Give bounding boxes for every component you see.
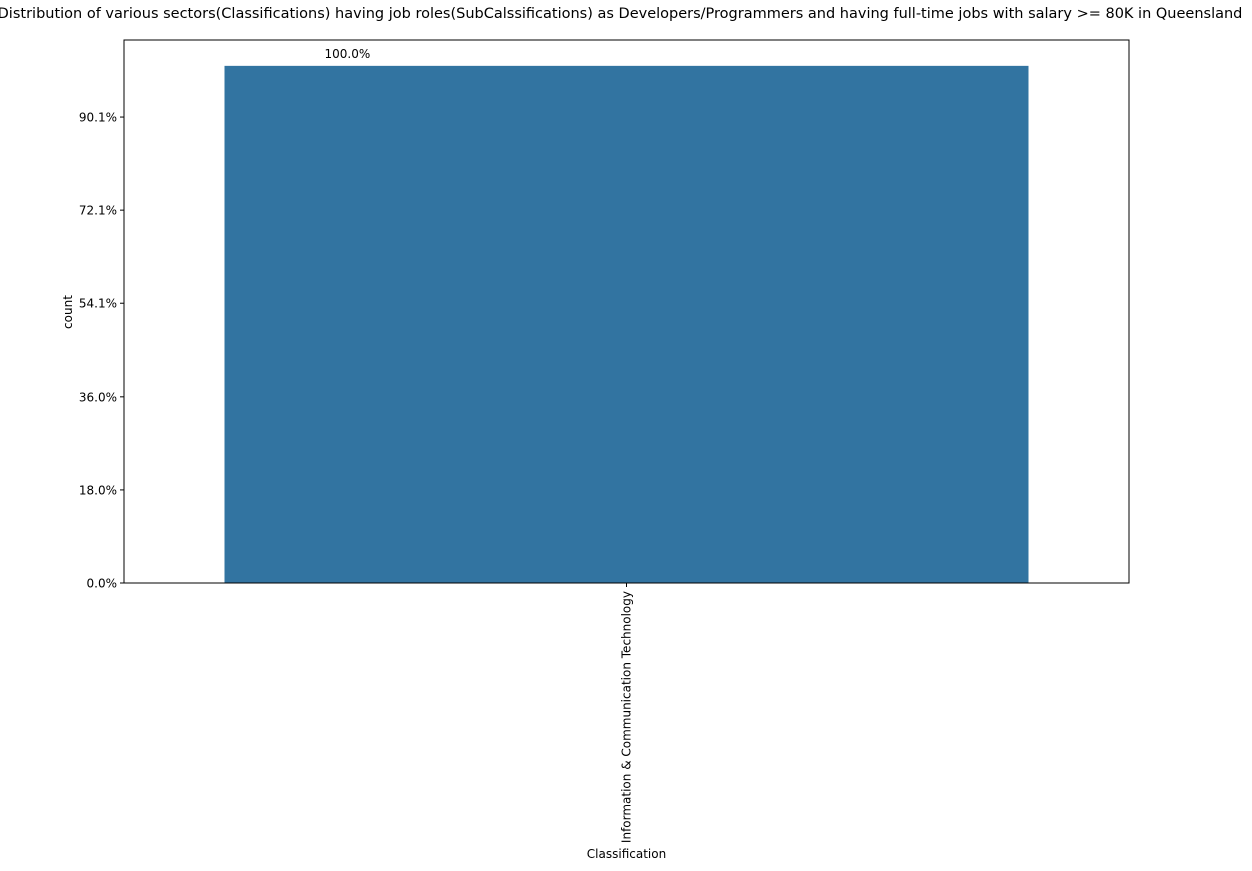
- bar: [224, 65, 1029, 584]
- y-tick-label: 36.0%: [79, 390, 117, 404]
- chart-title: Distribution of various sectors(Classifi…: [0, 6, 1242, 22]
- y-tick-label: 0.0%: [87, 577, 118, 591]
- bar-data-label: 100.0%: [325, 47, 371, 61]
- y-tick-label: 18.0%: [79, 483, 117, 497]
- x-tick-label: Information & Communication Technology: [620, 591, 634, 843]
- y-tick-label: 72.1%: [79, 204, 117, 218]
- y-axis: 0.0% 18.0% 36.0% 54.1% 72.1% 90.1%: [79, 111, 124, 591]
- y-tick-label: 54.1%: [79, 297, 117, 311]
- y-axis-label: count: [61, 295, 75, 329]
- x-axis: Information & Communication Technology: [620, 583, 634, 843]
- y-tick-label: 90.1%: [79, 111, 117, 125]
- bars-layer: 100.0%: [224, 47, 1029, 584]
- x-axis-label: Classification: [587, 847, 666, 861]
